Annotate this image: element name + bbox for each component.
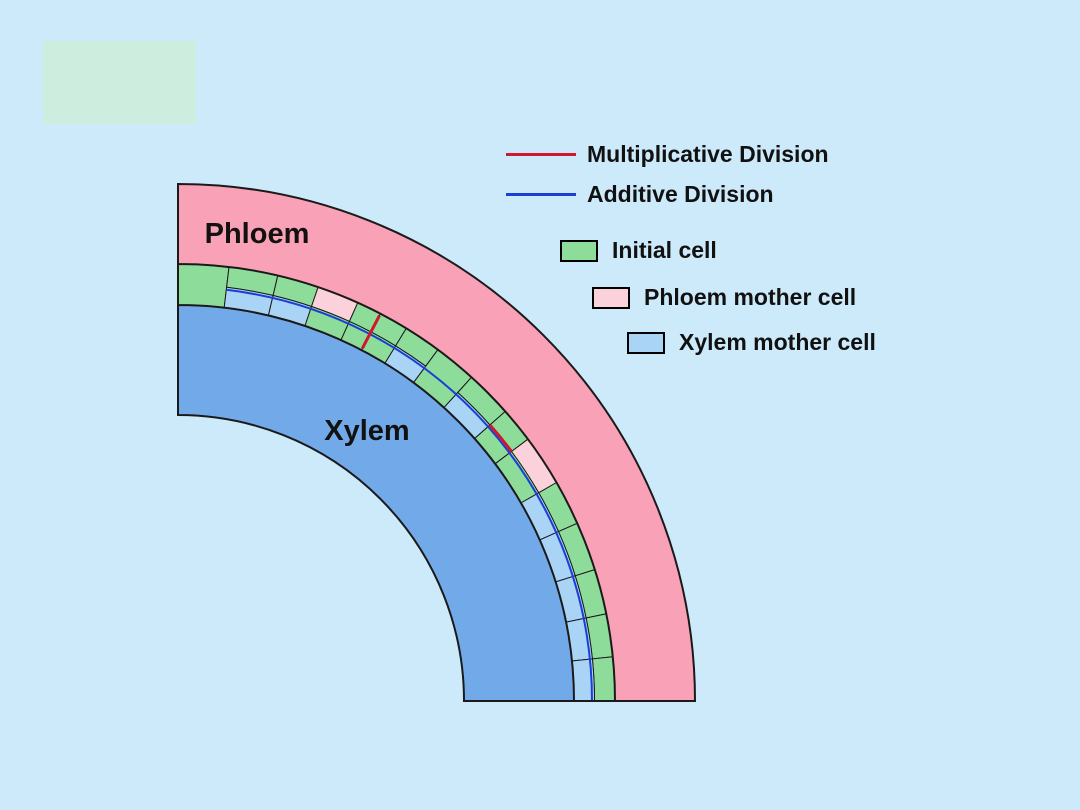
multiplicative-division-line [361, 314, 381, 349]
phloem-label: Phloem [205, 218, 310, 250]
phloem-band [178, 184, 695, 701]
xylem-band [178, 305, 574, 701]
multiplicative-division-line [488, 424, 513, 453]
xylem-label: Xylem [324, 415, 409, 447]
division-lines [226, 288, 593, 702]
additive-division-line [226, 288, 593, 702]
initial-cell [177, 263, 230, 309]
placeholder-box [43, 41, 196, 124]
initial-cell [591, 656, 616, 702]
diagram-outline [177, 182, 697, 702]
